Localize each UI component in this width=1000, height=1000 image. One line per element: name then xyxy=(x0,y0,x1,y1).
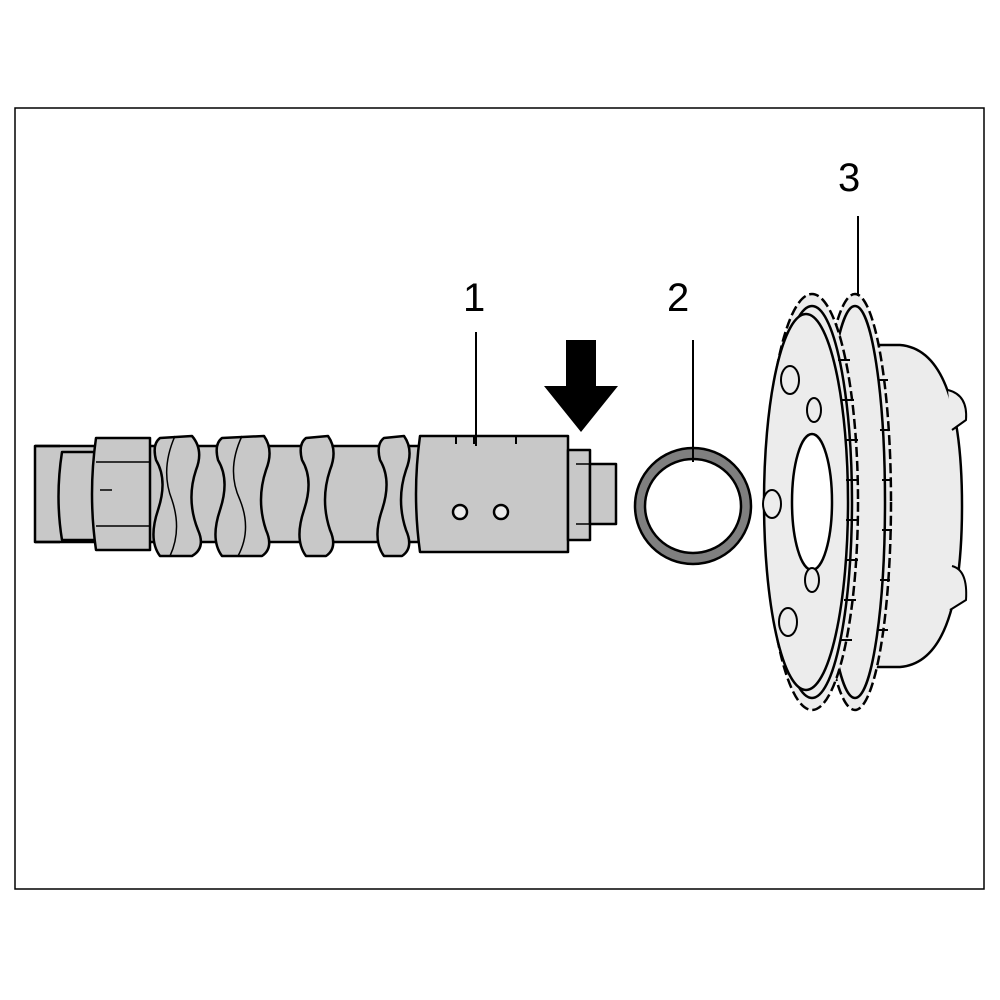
diagram-frame xyxy=(14,107,985,890)
camshaft-spigot xyxy=(588,462,618,526)
bolt xyxy=(778,607,798,637)
camshaft-oil-hole-1 xyxy=(451,503,469,521)
camshaft xyxy=(33,332,618,558)
camshaft-oil-hole-2 xyxy=(492,503,510,521)
bolt xyxy=(780,365,800,395)
sprocket-tooth-marks xyxy=(838,359,892,641)
spacer-ring xyxy=(633,340,753,566)
cam-lobe-3 xyxy=(298,434,335,558)
cam-lobe-4 xyxy=(376,434,411,558)
sprocket-assembly xyxy=(762,216,968,712)
callout-label-1: 1 xyxy=(463,276,485,320)
camshaft-nose xyxy=(566,448,592,542)
callout-label-3: 3 xyxy=(838,156,860,200)
bolt xyxy=(806,397,822,423)
cam-lobe-1 xyxy=(152,434,203,558)
bolt xyxy=(762,489,782,519)
sprocket-center-bore xyxy=(790,432,834,572)
bolt xyxy=(804,567,820,593)
camshaft-front-body xyxy=(414,434,570,554)
sprocket-bolts xyxy=(762,365,822,637)
callout-label-2: 2 xyxy=(667,276,689,320)
arrow-down-icon xyxy=(544,340,618,432)
cam-lobe-2 xyxy=(214,434,271,558)
sprocket-hub xyxy=(868,343,964,669)
